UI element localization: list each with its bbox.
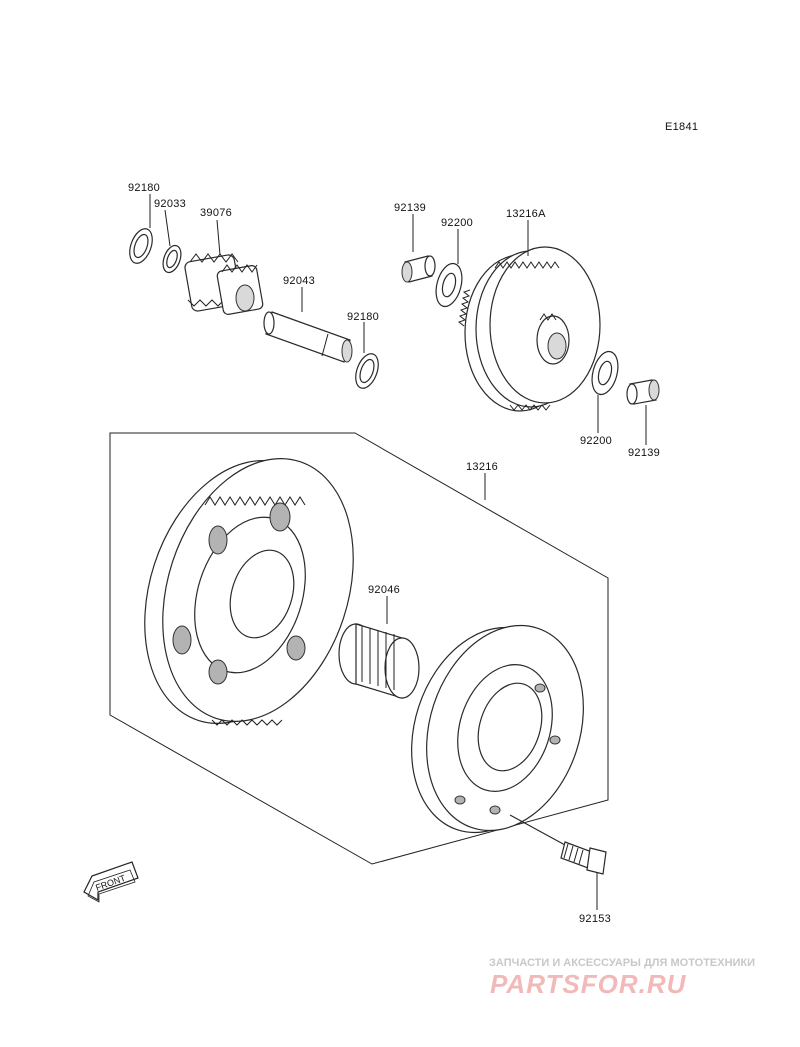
label-92200-bottom: 92200 [580, 435, 612, 447]
one-way-clutch [411, 624, 584, 834]
gear-13216A [457, 246, 601, 412]
label-92046: 92046 [368, 584, 400, 596]
label-13216A: 13216A [506, 208, 546, 220]
shaft-92043 [263, 311, 353, 363]
watermark-brand: PARTSFOR.RU [490, 969, 687, 999]
label-39076: 39076 [200, 207, 232, 219]
washer-92200-top [435, 262, 463, 308]
front-arrow-icon: FRONT [83, 861, 139, 903]
label-13216: 13216 [466, 461, 498, 473]
label-92200-top: 92200 [441, 217, 473, 229]
diagram-code: E1841 [665, 121, 698, 133]
watermark-tagline: ЗАПЧАСТИ И АКСЕССУАРЫ ДЛЯ МОТОТЕХНИКИ [489, 957, 755, 969]
bolt-92153 [560, 841, 607, 875]
gear-39076 [184, 253, 264, 315]
collar-92139-top [401, 255, 436, 283]
assembly-box-13216 [109, 432, 609, 865]
label-92033: 92033 [154, 198, 186, 210]
label-92153: 92153 [579, 913, 611, 925]
label-92139-top: 92139 [394, 202, 426, 214]
gear-13216 [144, 458, 354, 726]
label-92139-bottom: 92139 [628, 447, 660, 459]
washer-92180-top [129, 228, 153, 264]
label-92043: 92043 [283, 275, 315, 287]
collar-92139-bottom [626, 379, 660, 405]
needle-bearing-92046 [338, 623, 420, 699]
label-92180-top: 92180 [128, 182, 160, 194]
washer-92180-bottom [355, 353, 379, 389]
washer-92033 [162, 244, 182, 274]
washer-92200-bottom [591, 350, 619, 396]
label-92180-bottom: 92180 [347, 311, 379, 323]
